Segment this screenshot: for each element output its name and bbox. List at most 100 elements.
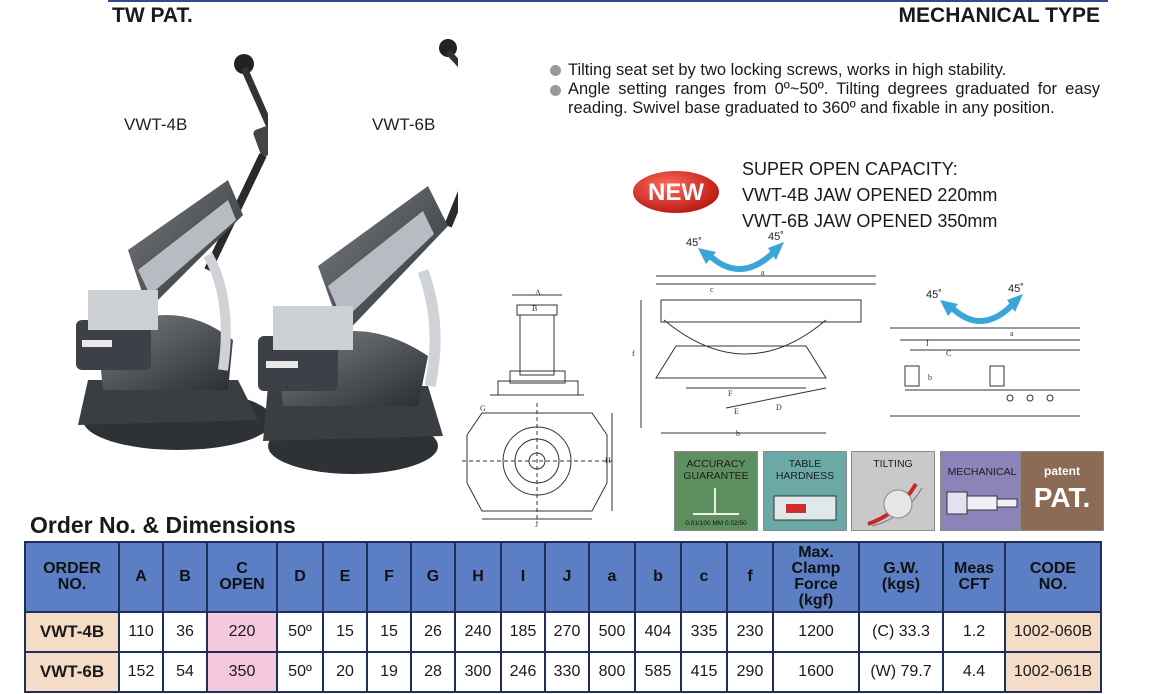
svg-text:B: B xyxy=(532,304,537,313)
table-cell: 404 xyxy=(634,611,682,653)
side-view-drawing: 45˚ 45˚ a b c f D E F xyxy=(632,231,876,438)
table-cell: 110 xyxy=(118,611,164,653)
bullet-dot-icon xyxy=(550,85,561,96)
bullet-dot-icon xyxy=(550,65,561,76)
top-rule xyxy=(108,0,1108,2)
tilting-icon: TILTING xyxy=(851,451,935,531)
table-cell: 36 xyxy=(162,611,208,653)
table-cell: 15 xyxy=(322,611,368,653)
table-cell: (W) 79.7 xyxy=(858,651,944,693)
table-cell: 800 xyxy=(588,651,636,693)
table-cell: 20 xyxy=(322,651,368,693)
model-label-vwt4b: VWT-4B xyxy=(124,115,188,134)
hardness-block-icon xyxy=(773,495,837,521)
brand-title: TW PAT. xyxy=(112,4,193,27)
svg-text:D: D xyxy=(776,403,782,412)
tilt-arrow-icon xyxy=(947,299,1018,324)
table-cell: 1200 xyxy=(772,611,860,653)
svg-text:G: G xyxy=(480,404,486,413)
svg-text:H: H xyxy=(605,456,611,465)
table-cell: 240 xyxy=(454,611,502,653)
svg-text:45˚: 45˚ xyxy=(1008,283,1024,295)
svg-text:F: F xyxy=(728,389,733,398)
table-cell: 50º xyxy=(276,611,324,653)
svg-text:E: E xyxy=(734,407,739,416)
feature-bullet-1: Tilting seat set by two locking screws, … xyxy=(548,60,1100,80)
table-cell: 152 xyxy=(118,651,164,693)
table-header-cell: F xyxy=(366,541,412,613)
table-header-cell: f xyxy=(726,541,774,613)
svg-text:f: f xyxy=(632,349,635,358)
table-header-cell: E xyxy=(322,541,368,613)
table-cell: 350 xyxy=(206,651,278,693)
table-cell: 50º xyxy=(276,651,324,693)
vise-vwt6b-photo xyxy=(258,39,458,474)
table-cell: VWT-6B xyxy=(24,651,120,693)
feature-bullet-list: Tilting seat set by two locking screws, … xyxy=(548,60,1100,118)
mechanical-icon: MECHANICAL xyxy=(940,451,1024,531)
table-cell: 28 xyxy=(410,651,456,693)
model-label-vwt6b: VWT-6B xyxy=(372,115,436,134)
type-title: MECHANICAL TYPE xyxy=(898,4,1100,27)
detail-view-drawing: 45˚ 45˚ a I C b xyxy=(890,283,1080,417)
table-cell: 19 xyxy=(366,651,412,693)
table-cell: 415 xyxy=(680,651,728,693)
table-cell: VWT-4B xyxy=(24,611,120,653)
table-cell: 1.2 xyxy=(942,611,1006,653)
new-badge-icon: NEW xyxy=(631,169,721,215)
tilt-arrow-icon xyxy=(705,247,779,272)
mechanical-spindle-icon xyxy=(946,491,1018,515)
table-cell: 15 xyxy=(366,611,412,653)
svg-text:I: I xyxy=(926,339,929,348)
table-header-cell: D xyxy=(276,541,324,613)
table-cell: 220 xyxy=(206,611,278,653)
table-cell: 1600 xyxy=(772,651,860,693)
capacity-line-vwt4b: VWT-4B JAW OPENED 220mm xyxy=(742,185,998,205)
gauge-line-icon xyxy=(693,488,739,515)
table-header-cell: G xyxy=(410,541,456,613)
table-header-cell: H xyxy=(454,541,502,613)
table-header-cell: b xyxy=(634,541,682,613)
front-top-view-drawing: A B G H J xyxy=(462,288,613,528)
svg-text:J: J xyxy=(535,520,538,528)
table-cell: 300 xyxy=(454,651,502,693)
table-cell: 270 xyxy=(544,611,590,653)
table-cell: 185 xyxy=(500,611,546,653)
svg-text:45˚: 45˚ xyxy=(926,289,942,301)
svg-text:c: c xyxy=(710,285,714,294)
table-cell: 246 xyxy=(500,651,546,693)
table-cell: 290 xyxy=(726,651,774,693)
capacity-heading: SUPER OPEN CAPACITY: xyxy=(742,159,958,179)
table-cell: 330 xyxy=(544,651,590,693)
table-cell: (C) 33.3 xyxy=(858,611,944,653)
table-cell: 500 xyxy=(588,611,636,653)
svg-text:a: a xyxy=(1010,329,1014,338)
table-cell: 54 xyxy=(162,651,208,693)
table-header-cell: J xyxy=(544,541,590,613)
svg-text:b: b xyxy=(928,373,932,382)
table-header-cell: G.W.(kgs) xyxy=(858,541,944,613)
feature-bullet-2: Angle setting ranges from 0º~50º. Tiltin… xyxy=(548,80,1100,118)
tilting-arc-icon xyxy=(867,482,923,527)
table-cell: 4.4 xyxy=(942,651,1006,693)
table-header-cell: c xyxy=(680,541,728,613)
svg-text:A: A xyxy=(535,288,541,297)
table-cell: 1002-061B xyxy=(1004,651,1102,693)
table-cell: 585 xyxy=(634,651,682,693)
vise-vwt4b-photo xyxy=(76,54,268,450)
new-badge-text: NEW xyxy=(648,179,704,206)
table-cell: 1002-060B xyxy=(1004,611,1102,653)
svg-text:45˚: 45˚ xyxy=(686,237,702,249)
capacity-line-vwt6b: VWT-6B JAW OPENED 350mm xyxy=(742,211,998,231)
